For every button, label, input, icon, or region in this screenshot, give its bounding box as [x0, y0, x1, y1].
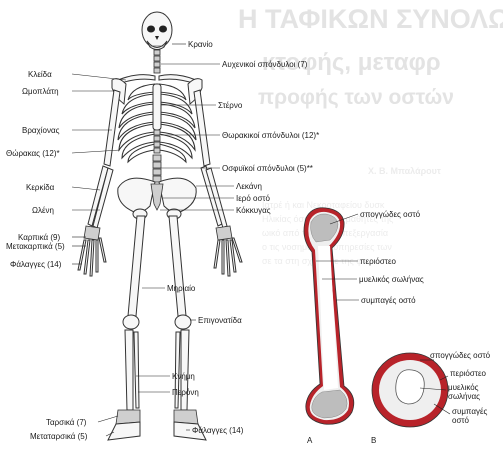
skull-shape: [142, 12, 172, 50]
label-metacarpals: Μετακαρπικά (5): [6, 242, 65, 251]
right-leg-shape: [169, 216, 206, 440]
label-phalanges-foot: Φάλαγγες (14): [192, 426, 244, 435]
label-pelvis: Λεκάνη: [236, 182, 262, 191]
long-bone-label-marrow: μυελικός σωλήνας: [359, 275, 424, 284]
bg-title-line-1: Η ΤΑΦΙΚΩΝ ΣΥΝΟΛΩΝ: [238, 4, 503, 34]
long-bone-label-periosteum: περιόστεο: [360, 257, 397, 266]
bg-title-line-3: προφής των οστών: [258, 86, 454, 109]
label-tibia: Κνήμη: [172, 372, 195, 381]
label-ulna: Ωλένη: [32, 206, 54, 215]
long-bone-illustration: [304, 208, 354, 425]
cross-section-label-spongy: σπογγώδες οστό: [430, 351, 491, 360]
label-thorax: Θώρακας (12)*: [6, 149, 60, 158]
label-metatarsals: Μεταταρσικά (5): [30, 432, 88, 441]
pelvis-shape: [118, 178, 196, 219]
label-patella: Επιγονατίδα: [198, 316, 242, 325]
label-phalanges-hand: Φάλαγγες (14): [10, 260, 62, 269]
cross-section-marrow: [396, 370, 425, 404]
right-arm-shape: [194, 90, 242, 276]
label-tarsals: Ταρσικά (7): [46, 418, 87, 427]
cross-section-label-marrow-1: μυελικός: [448, 383, 479, 392]
label-skull: Κρανίο: [188, 40, 213, 49]
label-carpals: Καρπικά (9): [18, 233, 60, 242]
label-lumbar: Οσφυϊκοί σπόνδυλοι (5)**: [222, 164, 313, 173]
label-scapula: Ωμοπλάτη: [22, 87, 59, 96]
label-radius: Κερκίδα: [26, 183, 55, 192]
label-humerus: Βραχίονας: [22, 126, 60, 135]
sternum-shape: [153, 84, 161, 130]
cross-section-label-periosteum: περιόστεο: [450, 369, 487, 378]
label-fibula: Περόνη: [172, 388, 199, 397]
long-bone-label-spongy: σπογγώδες οστό: [360, 210, 421, 219]
spine-shape: [153, 130, 161, 182]
figure-letter-a: A: [307, 436, 313, 445]
label-sternum: Στέρνο: [218, 101, 243, 110]
cross-section-label-marrow-2: σωλήνας: [448, 392, 480, 401]
cross-section-label-compact-1: συμπαγές: [452, 407, 488, 416]
label-coccyx: Κόκκυγας: [236, 206, 271, 215]
label-clavicle: Κλείδα: [28, 70, 52, 79]
long-bone-label-compact: συμπαγές οστό: [361, 296, 416, 305]
left-leg-shape: [108, 216, 145, 440]
label-sacrum: Ιερό οστό: [236, 194, 271, 203]
cervical-spine-shape: [154, 50, 160, 73]
cross-section-illustration: [372, 353, 448, 427]
long-bone-labels: σπογγώδες οστό περιόστεο μυελικός σωλήνα…: [359, 210, 424, 305]
label-femur: Μηριαίο: [167, 284, 196, 293]
cross-section-label-compact-2: οστό: [452, 416, 470, 425]
label-thoracic: Θωρακικοί σπόνδυλοι (12)*: [222, 131, 319, 140]
bg-author: Χ. Β. Μπαλάρουτ: [368, 166, 441, 176]
left-arm-shape: [78, 90, 120, 276]
figure-letter-b: B: [371, 436, 376, 445]
label-cervical: Αυχενικοί σπόνδυλοι (7): [222, 60, 308, 69]
